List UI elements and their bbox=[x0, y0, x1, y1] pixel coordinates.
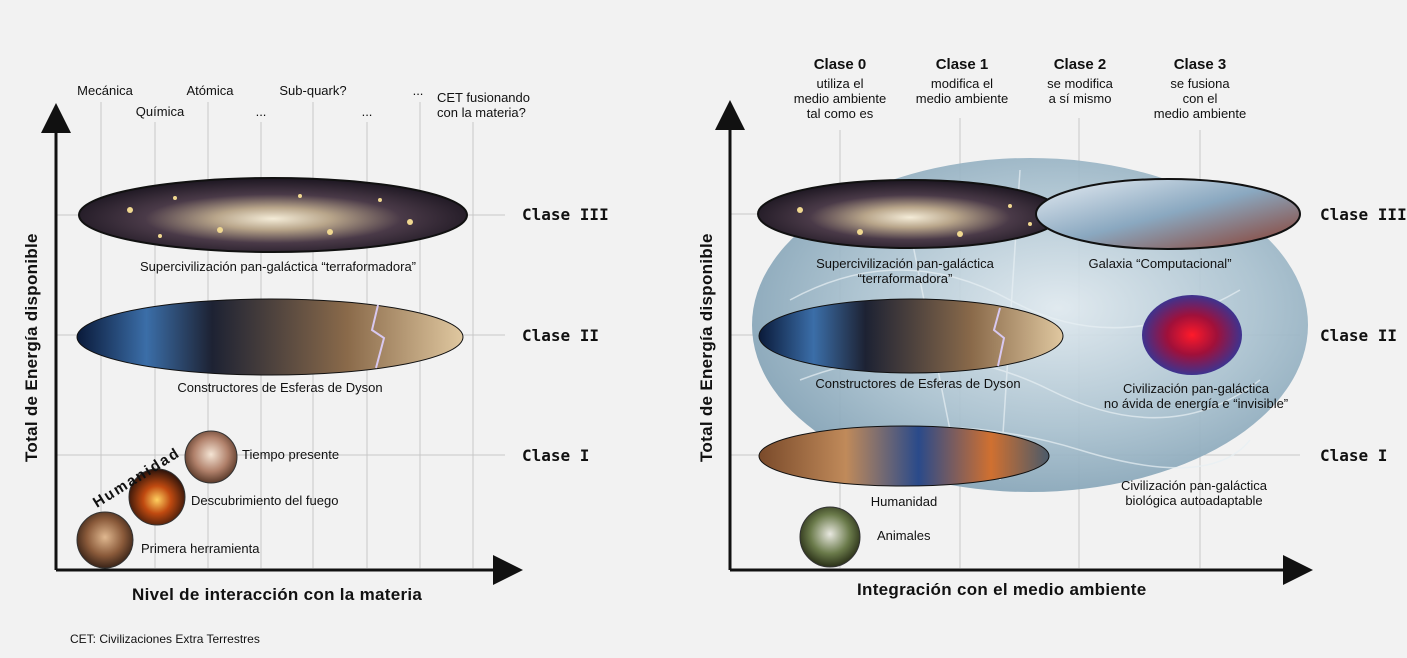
column-clase-2-title: Clase 2 bbox=[1047, 57, 1113, 72]
left-class-i: Clase I bbox=[522, 446, 589, 465]
computational-galaxy-label: Galaxia “Computacional” bbox=[1088, 256, 1231, 271]
right-class-ii: Clase II bbox=[1320, 326, 1397, 345]
column-label-sub-quark: Sub-quark? bbox=[279, 83, 346, 98]
milestone-present: Tiempo presente bbox=[242, 447, 339, 462]
right-x-axis-label: Integración con el medio ambiente bbox=[857, 580, 1147, 600]
column-clase-2-desc: se modifica a sí mismo bbox=[1047, 76, 1113, 106]
right-class-iii: Clase III bbox=[1320, 205, 1407, 224]
column-clase-3: Clase 3 se fusiona con el medio ambiente bbox=[1154, 57, 1247, 121]
footnote: CET: Civilizaciones Extra Terrestres bbox=[70, 632, 260, 646]
right-dyson-ellipse bbox=[759, 299, 1063, 373]
right-galaxy-ellipse bbox=[758, 180, 1062, 248]
invisible-civilization-label: Civilización pan-galáctica no ávida de e… bbox=[1104, 381, 1288, 411]
column-label-quimica: Química bbox=[136, 104, 184, 119]
right-dyson-label: Constructores de Esferas de Dyson bbox=[815, 376, 1020, 391]
left-dyson-ellipse bbox=[77, 299, 463, 375]
column-clase-2: Clase 2 se modifica a sí mismo bbox=[1047, 57, 1113, 106]
right-class-i: Clase I bbox=[1320, 446, 1387, 465]
humanity-ellipse bbox=[759, 426, 1049, 486]
left-y-axis-label: Total de Energía disponible bbox=[22, 233, 42, 462]
humanity-label: Humanidad bbox=[871, 494, 938, 509]
present-time-photo bbox=[185, 431, 237, 483]
right-super-label: Supercivilización pan-galáctica “terrafo… bbox=[816, 256, 994, 286]
left-dyson-label: Constructores de Esferas de Dyson bbox=[177, 380, 382, 395]
left-galaxy-ellipse bbox=[79, 178, 467, 252]
animals-label: Animales bbox=[877, 528, 930, 543]
column-clase-0-desc: utiliza el medio ambiente tal como es bbox=[794, 76, 887, 121]
animals-photo bbox=[800, 507, 860, 567]
column-clase-1: Clase 1 modifica el medio ambiente bbox=[916, 57, 1009, 106]
column-clase-3-title: Clase 3 bbox=[1154, 57, 1247, 72]
left-class-ii: Clase II bbox=[522, 326, 599, 345]
right-y-axis-label: Total de Energía disponible bbox=[697, 233, 717, 462]
left-super-label: Supercivilización pan-galáctica “terrafo… bbox=[140, 259, 416, 274]
biological-civilization-label: Civilización pan-galáctica biológica aut… bbox=[1121, 478, 1267, 508]
left-class-iii: Clase III bbox=[522, 205, 609, 224]
invisible-civilization-blob bbox=[1142, 295, 1242, 375]
column-label-mecanica: Mecánica bbox=[77, 83, 133, 98]
first-tool-photo bbox=[77, 512, 133, 568]
column-clase-0: Clase 0 utiliza el medio ambiente tal co… bbox=[794, 57, 887, 121]
column-clase-1-title: Clase 1 bbox=[916, 57, 1009, 72]
column-label-ellipsis-1: ... bbox=[256, 104, 267, 119]
milestone-fire: Descubrimiento del fuego bbox=[191, 493, 338, 508]
column-clase-1-desc: modifica el medio ambiente bbox=[916, 76, 1009, 106]
column-clase-3-desc: se fusiona con el medio ambiente bbox=[1154, 76, 1247, 121]
column-label-ellipsis-3: ... bbox=[413, 83, 424, 98]
milestone-first-tool: Primera herramienta bbox=[141, 541, 260, 556]
column-label-atomica: Atómica bbox=[187, 83, 234, 98]
left-x-axis-label: Nivel de interacción con la materia bbox=[132, 585, 422, 605]
column-label-cet: CET fusionando con la materia? bbox=[437, 90, 530, 120]
column-clase-0-title: Clase 0 bbox=[794, 57, 887, 72]
column-label-ellipsis-2: ... bbox=[362, 104, 373, 119]
computational-galaxy-ellipse bbox=[1036, 179, 1300, 249]
